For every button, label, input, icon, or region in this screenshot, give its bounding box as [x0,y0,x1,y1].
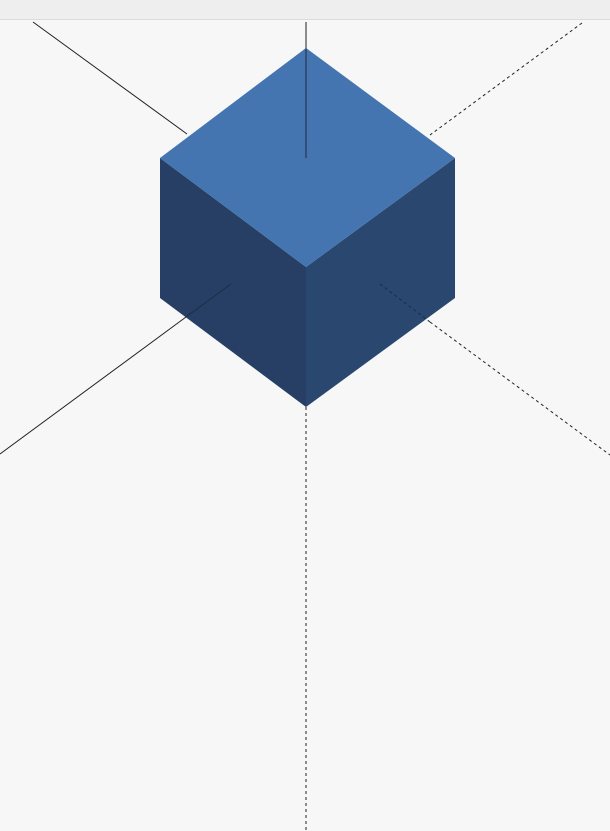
axis-through-left-face [185,283,232,318]
cube-right-face[interactable] [306,158,455,407]
axis-through-right-face-dashed [379,283,431,323]
axis-lines [0,21,610,831]
axis-lower-left-segment [0,316,187,455]
axis-upper-left-segment [32,21,188,135]
axis-upper-right-segment-dashed [429,22,583,136]
top-toolbar [0,0,610,20]
cube[interactable] [160,48,455,407]
cube-left-face[interactable] [160,158,306,407]
axis-lower-right-segment-dashed [429,321,610,456]
cube-top-face[interactable] [160,48,455,267]
axis-overlay-lines [185,48,431,323]
